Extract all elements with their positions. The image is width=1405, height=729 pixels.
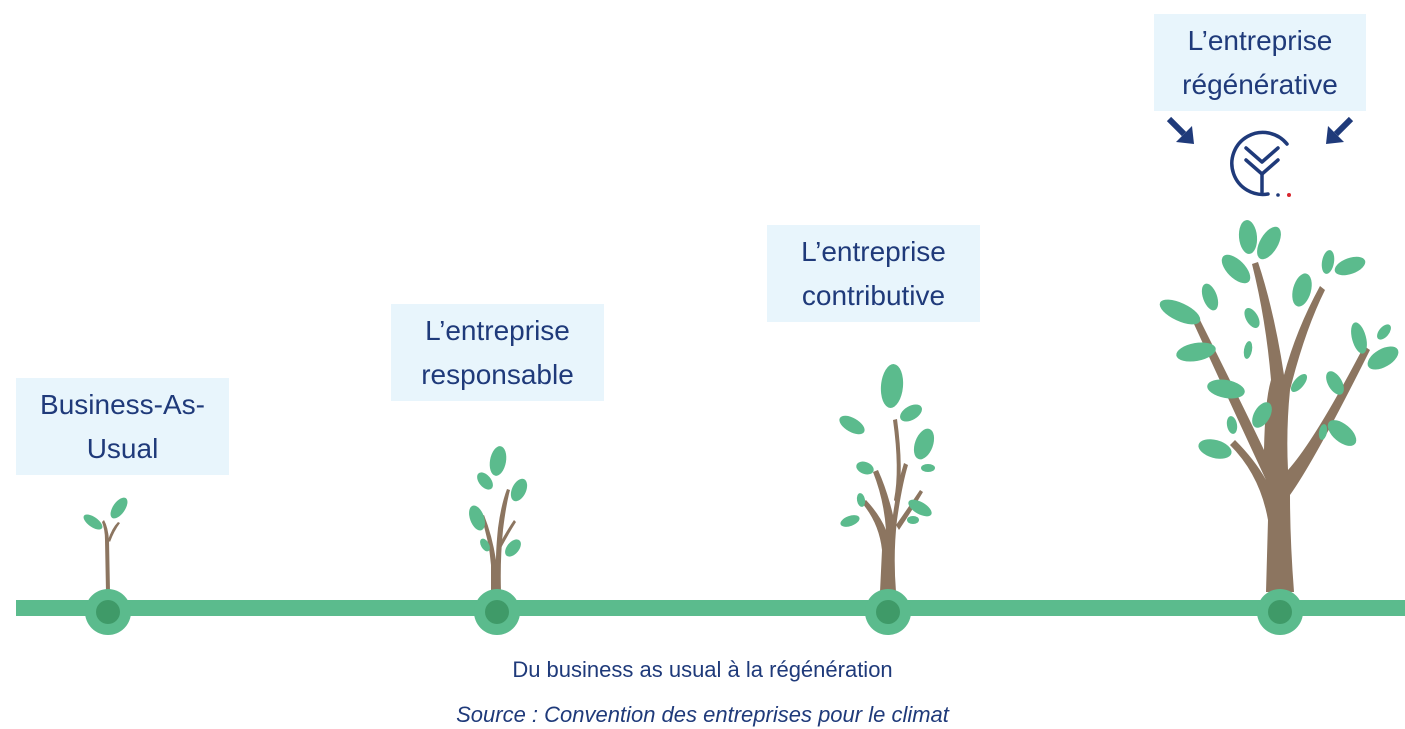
stage-label-contributive: L’entreprise contributive xyxy=(767,225,980,322)
timeline-node-1 xyxy=(85,589,131,635)
stage-label-line: L’entreprise xyxy=(801,235,946,267)
tree-seedling xyxy=(83,497,128,592)
arrow-down-right-icon xyxy=(1166,116,1194,144)
stage-label-regenerative: L’entreprise régénérative xyxy=(1154,14,1366,111)
timeline-node-2 xyxy=(474,589,520,635)
timeline-node-4 xyxy=(1257,589,1303,635)
stage-label-line: responsable xyxy=(421,358,574,390)
arrow-down-left-icon xyxy=(1326,116,1354,144)
caption-title: Du business as usual à la régénération xyxy=(512,657,893,682)
stage-label-responsable: L’entreprise responsable xyxy=(391,304,604,401)
tree-young xyxy=(469,446,528,592)
tree-medium xyxy=(839,364,935,592)
stage-label-line: Usual xyxy=(86,432,159,464)
stage-label-line: Business-As- xyxy=(40,388,205,420)
stage-label-line: L’entreprise xyxy=(425,314,570,346)
timeline-bar xyxy=(16,600,1405,616)
cec-logo-icon xyxy=(1230,130,1291,197)
caption-source: Source : Convention des entreprises pour… xyxy=(456,702,949,727)
timeline-node-3 xyxy=(865,589,911,635)
stage-label-line: L’entreprise xyxy=(1187,24,1333,56)
stage-label-line: régénérative xyxy=(1182,68,1338,100)
stage-label-line: contributive xyxy=(801,279,946,311)
stage-label-business-as-usual: Business-As- Usual xyxy=(16,378,229,475)
tree-large xyxy=(1159,220,1399,592)
